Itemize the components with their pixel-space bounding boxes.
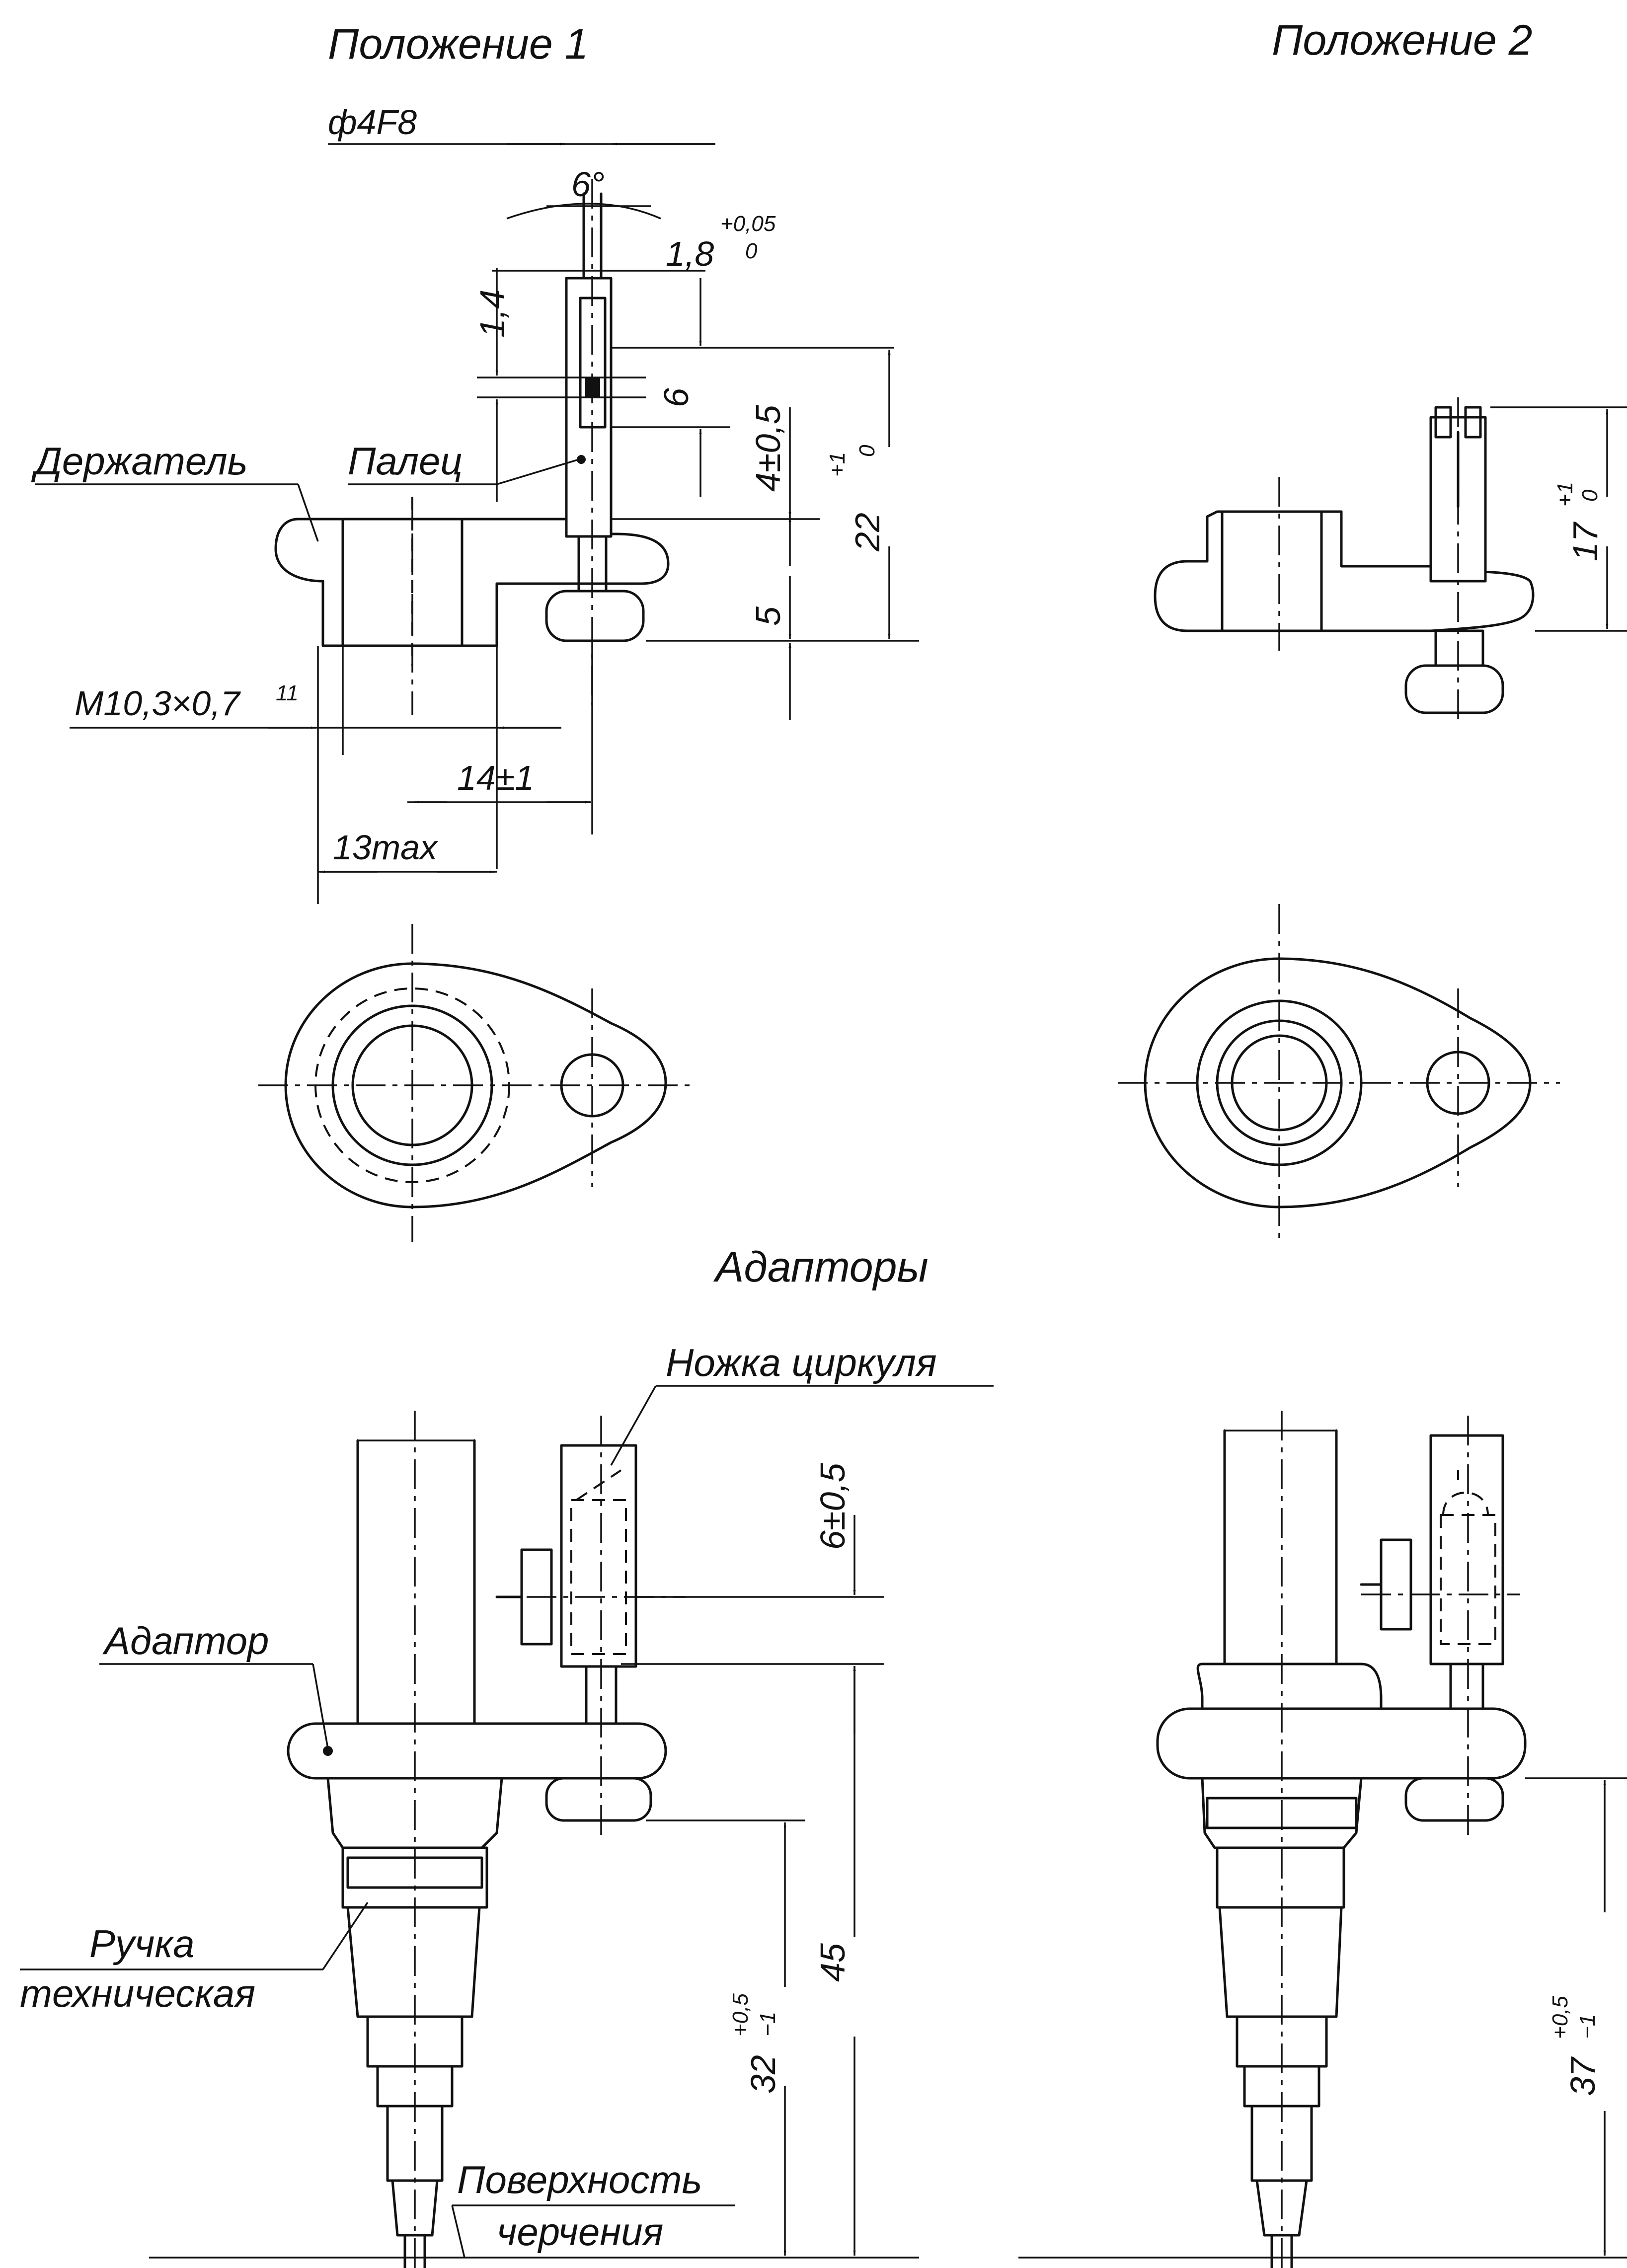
holder-plan-view-2 — [1118, 904, 1560, 1242]
adapter-assembly-2 — [1156, 1411, 1527, 2268]
holder-section-view-2 — [1154, 397, 1535, 720]
label-holder: Держатель — [31, 439, 248, 483]
adapter-assembly-1 — [287, 1411, 686, 2268]
dim-thread-class: 11 — [276, 681, 299, 705]
dim-phi: ф4F8 — [328, 103, 417, 142]
label-surface-2: черчения — [497, 2210, 663, 2254]
label-adapter: Адаптор — [102, 1619, 269, 1663]
holder-section-view-1 — [274, 179, 670, 715]
dim-6: 6 — [657, 388, 696, 407]
dim-angle: 6° — [571, 165, 605, 204]
dim-22: 22 — [848, 513, 887, 552]
dim-32-upper: +0,5 — [728, 1993, 753, 2037]
dim-22-lower: 0 — [855, 445, 879, 457]
dim-17-upper: +1 — [1553, 482, 1577, 507]
label-handle-1: Ручка — [89, 1922, 195, 1966]
dimensions-position-1 — [70, 143, 919, 904]
label-handle-2: техническая — [20, 1971, 255, 2015]
dim-thread: M10,3×0,7 — [75, 684, 241, 723]
dim-45: 45 — [813, 1943, 852, 1982]
dim-6pm: 6±0,5 — [813, 1462, 852, 1550]
holder-plan-view-1 — [258, 924, 696, 1242]
dim-1-4: 1,4 — [473, 290, 512, 338]
dim-17: 17 — [1566, 521, 1605, 561]
dim-13max: 13max — [333, 828, 439, 867]
dim-17-lower: 0 — [1578, 489, 1602, 502]
dim-37-upper: +0,5 — [1548, 1996, 1572, 2039]
dimensions-position-2 — [1490, 406, 1627, 632]
label-surface-1: Поверхность — [457, 2158, 702, 2201]
title-adapters: Адапторы — [713, 1243, 929, 1291]
dim-37-lower: −1 — [1575, 2014, 1600, 2039]
dim-32-lower: −1 — [756, 2012, 780, 2037]
dim-5: 5 — [749, 606, 787, 626]
label-compass-leg: Ножка циркуля — [666, 1341, 937, 1384]
dim-4: 4±0,5 — [749, 404, 787, 492]
dim-22-upper: +1 — [825, 452, 850, 477]
dimensions-adapter-2 — [1018, 1777, 1627, 2259]
label-pin: Палец — [348, 439, 463, 483]
title-position-2: Положение 2 — [1272, 16, 1532, 64]
dim-14pm1: 14±1 — [457, 758, 534, 797]
dim-32: 32 — [744, 2055, 782, 2094]
dim-1-8-upper: +0,05 — [720, 212, 776, 236]
dim-1-8: 1,8 — [666, 234, 714, 273]
dimensions-adapter-1 — [149, 1515, 919, 2259]
dim-1-8-lower: 0 — [745, 239, 758, 263]
title-position-1: Положение 1 — [328, 20, 588, 68]
dim-37: 37 — [1563, 2056, 1602, 2096]
